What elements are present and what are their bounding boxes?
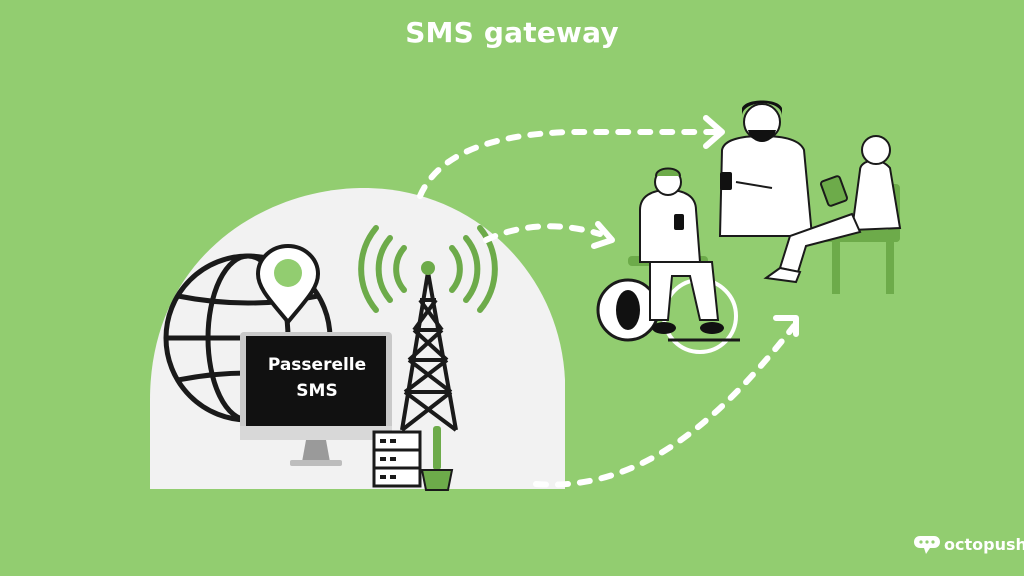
server-icon xyxy=(372,430,422,488)
monitor-screen-label: Passerelle SMS xyxy=(250,352,384,404)
person-standing-illustration xyxy=(718,100,814,237)
arrow-path-middle xyxy=(483,223,603,243)
location-pin-icon xyxy=(255,243,321,326)
person-seated-illustration xyxy=(763,135,902,294)
person-wheelchair-illustration xyxy=(596,167,740,354)
antenna-tip xyxy=(421,261,435,275)
arrow-path-bottom xyxy=(533,323,797,488)
brand-name: octopush xyxy=(944,534,1024,554)
screen-line-2: SMS xyxy=(296,381,338,401)
antenna-tower-icon xyxy=(400,271,458,432)
broom-icon xyxy=(420,426,454,491)
octopus-logo-icon xyxy=(914,536,940,554)
arrow-path-top xyxy=(417,129,719,199)
brand-logo: octopush xyxy=(912,532,1024,556)
monitor-icon xyxy=(240,332,392,466)
flow-arrows xyxy=(417,129,797,488)
arrow-icon xyxy=(591,115,799,337)
screen-line-1: Passerelle xyxy=(267,355,367,375)
page-title: SMS gateway xyxy=(405,16,619,49)
